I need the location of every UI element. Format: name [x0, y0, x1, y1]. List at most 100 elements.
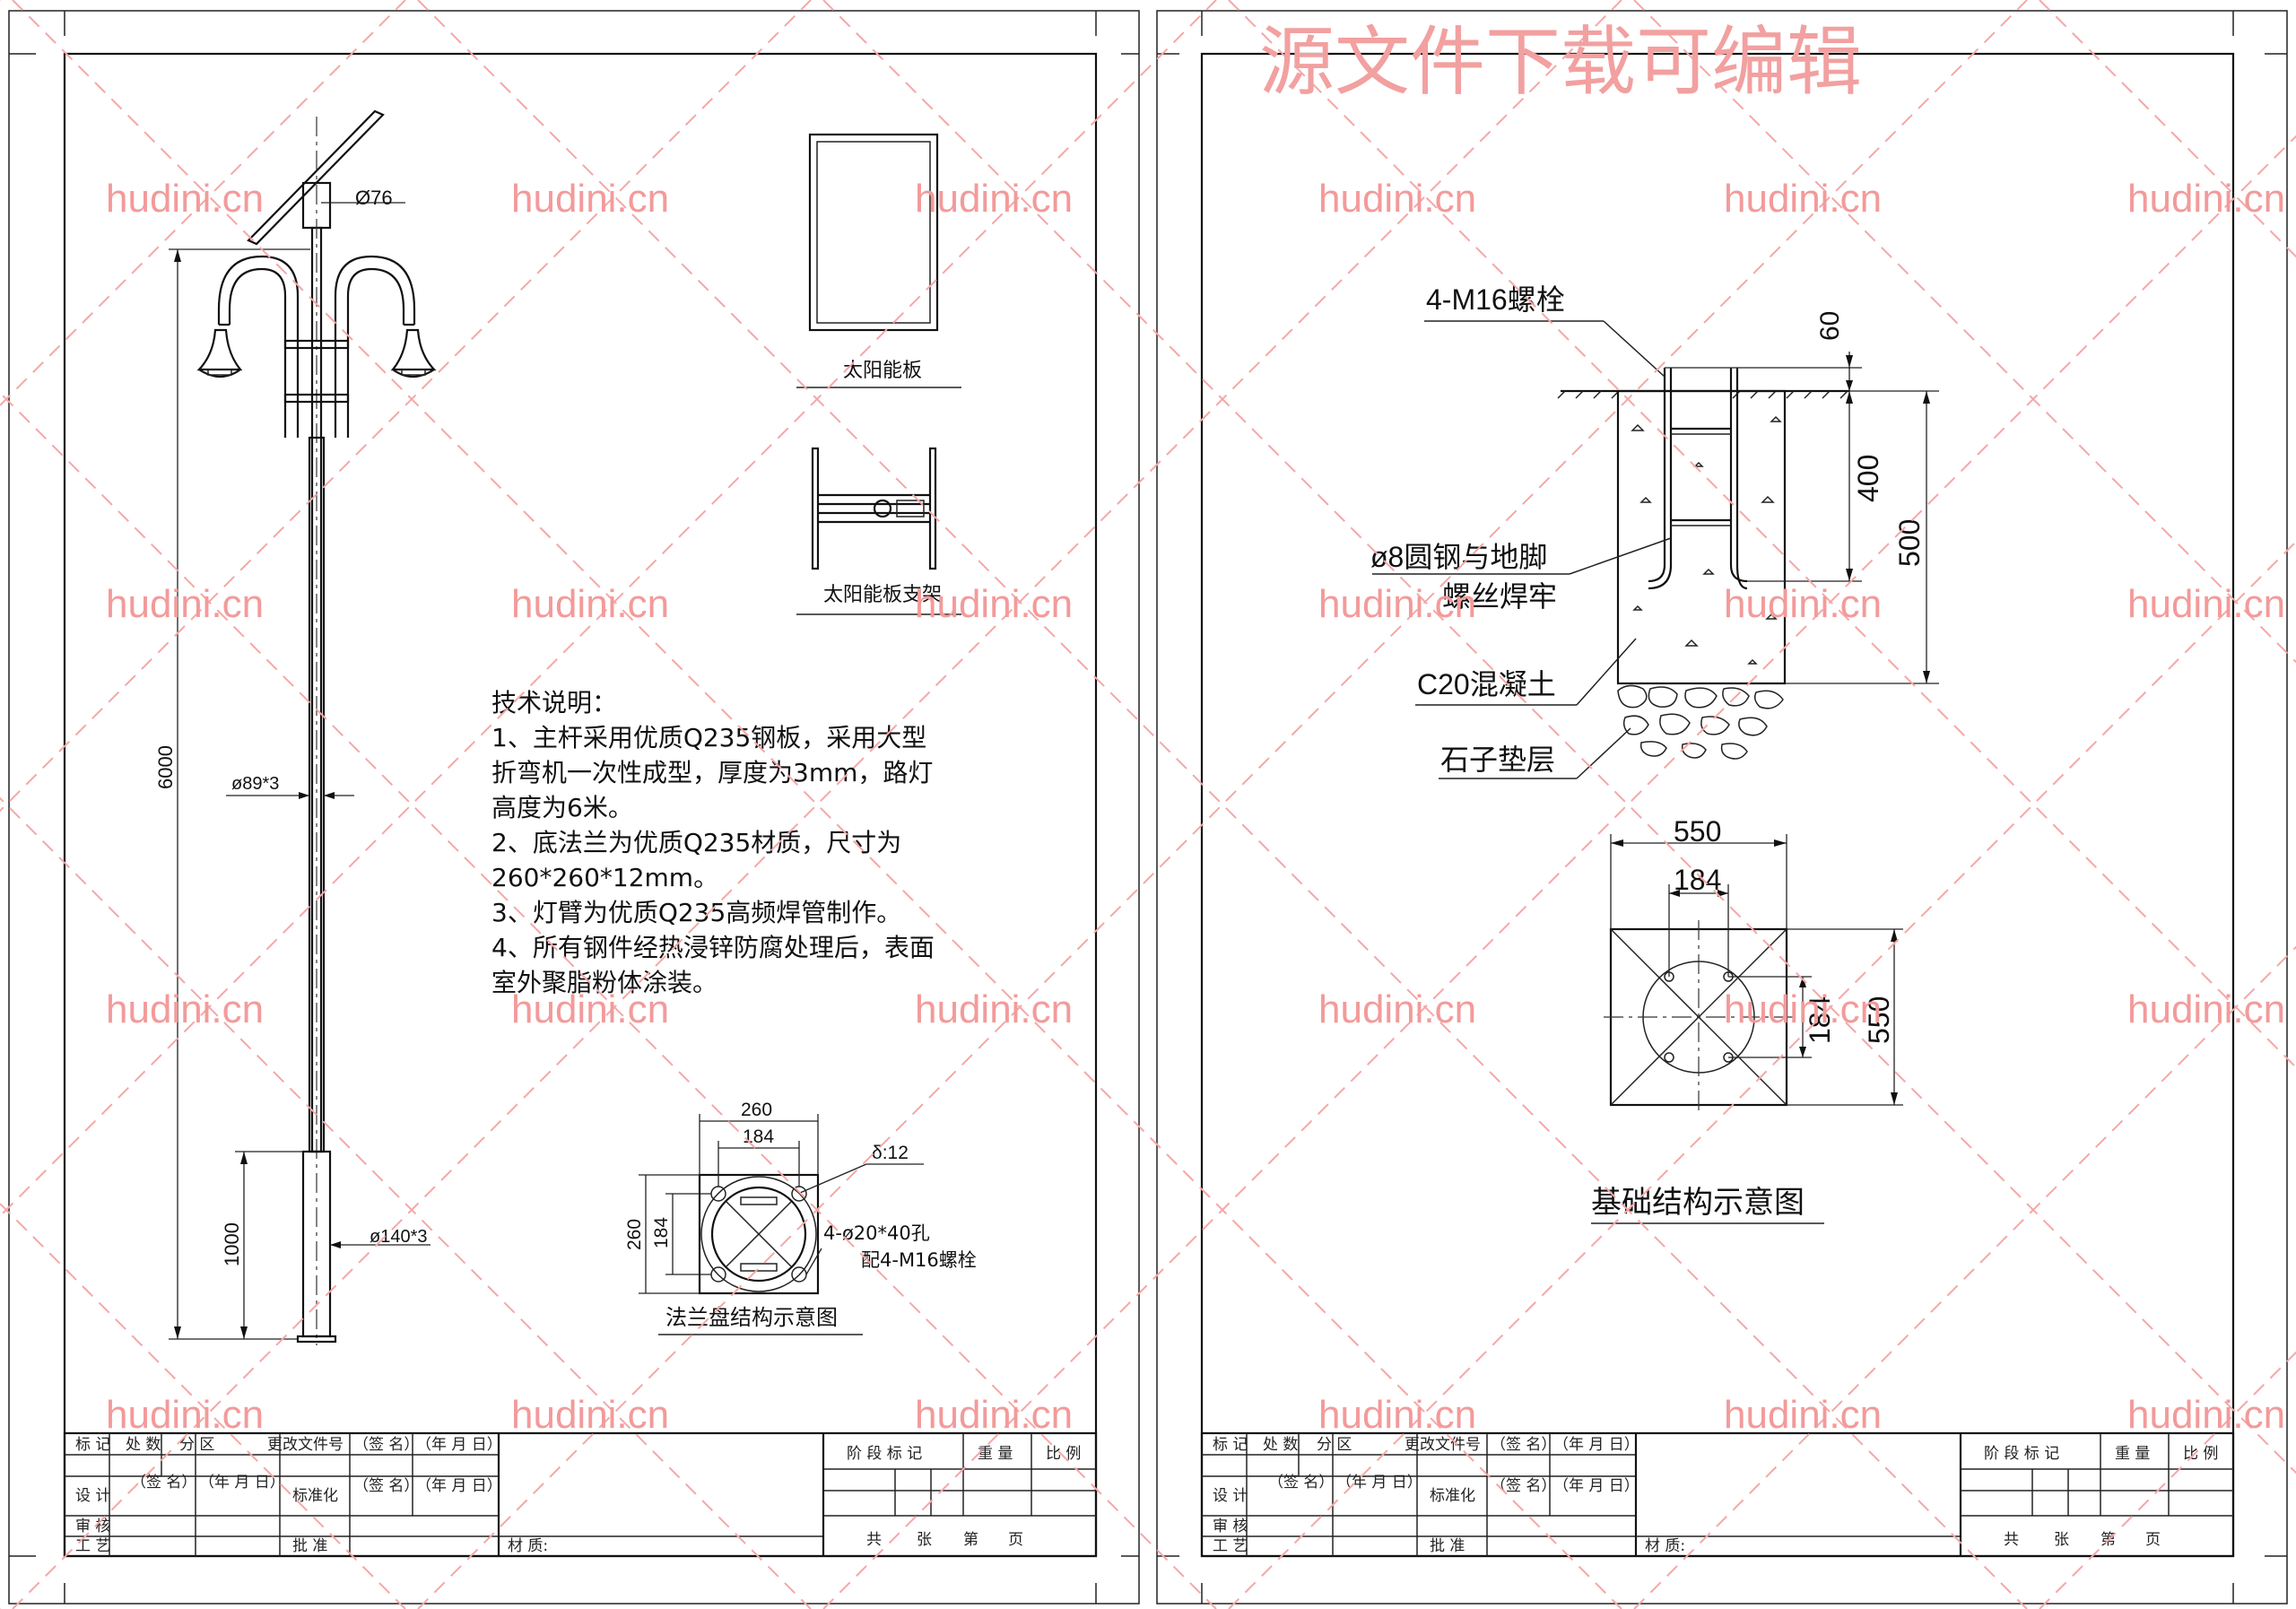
- tb-sign: （签 名）: [131, 1474, 196, 1492]
- tb-sign: （签 名）: [1491, 1477, 1556, 1495]
- tech-note-line: 1、主杆采用优质Q235钢板，采用大型: [491, 723, 926, 752]
- tb-sign: （签 名）: [353, 1477, 419, 1495]
- watermark-line: [0, 391, 1217, 1609]
- tb-review: 审 核: [1213, 1518, 1248, 1535]
- watermark-line: [1633, 0, 2296, 664]
- watermark-text: hudini.cn: [915, 987, 1073, 1031]
- watermark-text: hudini.cn: [1318, 177, 1476, 221]
- watermark-text: hudini.cn: [2127, 987, 2285, 1031]
- tb-process: 工 艺: [1213, 1537, 1248, 1555]
- watermark-text: hudini.cn: [1724, 1393, 1882, 1437]
- gravel-label: 石子垫层: [1440, 744, 1555, 776]
- watermark-text: hudini.cn: [511, 582, 669, 626]
- tb-zone: 分 区: [1317, 1436, 1352, 1454]
- solar-bracket: 太阳能板支架: [796, 447, 961, 615]
- lamp-arm-left: [196, 255, 300, 438]
- flange-thickness: δ:12: [872, 1143, 909, 1163]
- tb-date: （年 月 日）: [1553, 1436, 1639, 1454]
- tb-stage-mark: 阶 段 标 记: [847, 1445, 922, 1463]
- tb-scale: 比 例: [1046, 1445, 1081, 1463]
- title-block-left: 标 记 处 数 分 区 更改文件号 （签 名） （年 月 日） （签 名） （年…: [63, 1431, 1098, 1558]
- tb-date: （年 月 日）: [1336, 1474, 1422, 1492]
- watermark-text: hudini.cn: [1318, 582, 1476, 626]
- tb-sheets: 张: [2054, 1531, 2069, 1549]
- watermark-line: [2039, 0, 2296, 258]
- watermark-line: [822, 135, 2296, 1609]
- watermark-line: [0, 0, 812, 813]
- tech-note-line: 2、底法兰为优质Q235材质，尺寸为: [491, 828, 901, 857]
- tech-note-line: 3、灯臂为优质Q235高频焊管制作。: [491, 898, 901, 927]
- tb-approve: 批 准: [292, 1537, 327, 1555]
- tb-material: 材 质:: [1645, 1537, 1685, 1555]
- tb-sign: （签 名）: [1491, 1436, 1556, 1454]
- tb-weight: 重 量: [978, 1445, 1013, 1463]
- watermark-line: [12, 0, 1622, 1609]
- tb-count: 处 数: [1263, 1436, 1298, 1454]
- tb-count: 处 数: [126, 1436, 161, 1454]
- tb-review: 审 核: [75, 1518, 110, 1535]
- watermark-text: hudini.cn: [2127, 1393, 2285, 1437]
- tech-note-line: 高度为6米。: [491, 793, 633, 822]
- watermark-text: hudini.cn: [1724, 987, 1882, 1031]
- watermark-line: [417, 0, 2028, 1609]
- tb-stage-mark: 阶 段 标 记: [1984, 1445, 2059, 1463]
- plan-width-inner: 184: [1674, 864, 1721, 896]
- watermark-line: [1228, 0, 2296, 1069]
- flange-width-inner: 184: [743, 1126, 774, 1147]
- tb-date: （年 月 日）: [416, 1436, 502, 1454]
- tb-sign: （签 名）: [353, 1436, 419, 1454]
- pole-elevation: Ø76 ø89*3: [154, 109, 437, 1345]
- tb-page-no: 第: [963, 1531, 978, 1549]
- watermark-text: hudini.cn: [1724, 177, 1882, 221]
- tb-design: 设 计: [75, 1487, 110, 1505]
- watermark-text: hudini.cn: [106, 987, 264, 1031]
- tech-note-line: 4、所有钢件经热浸锌防腐处理后，表面: [491, 933, 935, 962]
- dim-depth: 500: [1893, 519, 1926, 567]
- tb-mark: 标 记: [75, 1436, 110, 1454]
- title-block-right: 标 记 处 数 分 区 更改文件号 （签 名） （年 月 日） （签 名） （年…: [1200, 1431, 2235, 1558]
- tb-change-doc: 更改文件号: [267, 1436, 344, 1454]
- foundation-plan: 550 184 184 550 基础结构示意图: [1591, 815, 1903, 1224]
- tb-mark: 标 记: [1213, 1436, 1248, 1454]
- tech-notes: 技术说明： 1、主杆采用优质Q235钢板，采用大型 折弯机一次性成型，厚度为3m…: [491, 688, 935, 997]
- tb-sheets: 张: [917, 1531, 932, 1549]
- tb-sheets-total: 共: [866, 1531, 882, 1549]
- watermark-text: hudini.cn: [1724, 582, 1882, 626]
- tb-standardize: 标准化: [1430, 1487, 1475, 1505]
- flange-bolts: 配4-M16螺栓: [861, 1249, 977, 1271]
- tb-date: （年 月 日）: [199, 1474, 285, 1492]
- watermark-line: [0, 0, 1217, 1218]
- watermark-text: hudini.cn: [915, 1393, 1073, 1437]
- watermark-text: hudini.cn: [2127, 177, 2285, 221]
- watermark-text: hudini.cn: [511, 987, 669, 1031]
- watermark-text: hudini.cn: [511, 177, 669, 221]
- tb-process: 工 艺: [75, 1537, 110, 1555]
- tech-notes-heading: 技术说明：: [491, 688, 617, 718]
- watermark-text: hudini.cn: [915, 177, 1073, 221]
- dim-top: 60: [1815, 311, 1845, 341]
- tb-change-doc: 更改文件号: [1405, 1436, 1481, 1454]
- watermark-line: [822, 0, 2296, 1474]
- watermark-line: [1228, 540, 2296, 1609]
- watermark-line: [12, 0, 1622, 1609]
- watermark-text: hudini.cn: [106, 177, 264, 221]
- rebar-label-2: 螺丝焊牢: [1442, 580, 1557, 613]
- tech-note-line: 260*260*12mm。: [491, 863, 718, 892]
- tb-page: 页: [1008, 1531, 1023, 1549]
- concrete-label: C20混凝土: [1417, 668, 1556, 700]
- base-tube-dia-label: ø140*3: [370, 1227, 428, 1247]
- watermark-line: [0, 1202, 406, 1609]
- watermark-text: hudini.cn: [511, 1393, 669, 1437]
- plan-height-outer: 550: [1863, 996, 1895, 1044]
- lamp-arm-right: [334, 255, 437, 438]
- solar-panel-label: 太阳能板: [843, 360, 922, 382]
- watermark-title: 源文件下载可编辑: [1259, 18, 1862, 106]
- flange-diagram: 260 184 260 184 δ:12 4-ø20*40孔 配4-M16螺栓 …: [624, 1100, 977, 1335]
- mid-tube-dia-label: ø89*3: [231, 774, 279, 794]
- watermark-text: hudini.cn: [915, 582, 1073, 626]
- tb-approve: 批 准: [1430, 1537, 1465, 1555]
- solar-bracket-label: 太阳能板支架: [823, 584, 942, 606]
- tb-scale: 比 例: [2183, 1445, 2218, 1463]
- gravel-layer: [1617, 684, 1784, 760]
- bolt-label: 4-M16螺栓: [1426, 283, 1565, 316]
